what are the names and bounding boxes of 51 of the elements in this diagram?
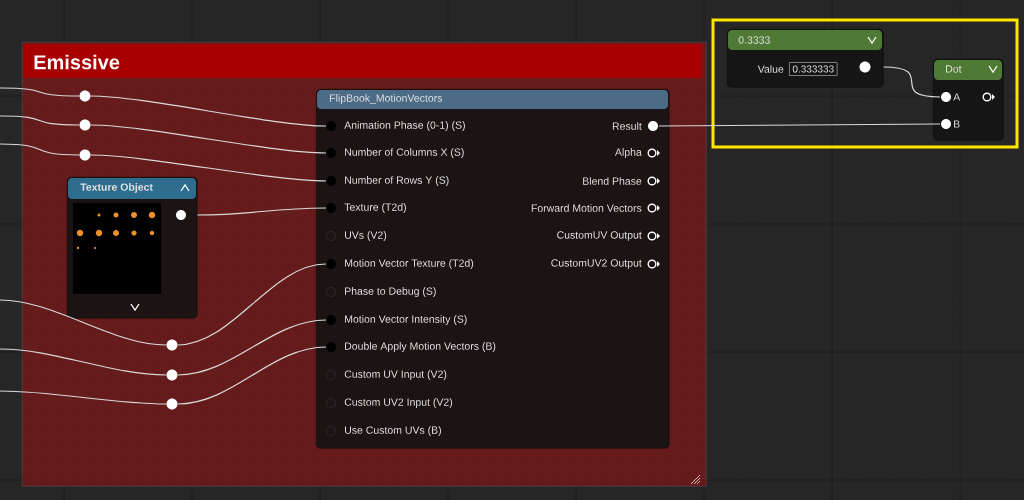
input-pin: A [941,92,961,102]
wire [882,66,941,98]
input-pin: B [941,119,960,129]
wire [658,123,941,127]
input-pin: Use Custom UVs (B) [326,426,441,436]
constant-node: 0.3333 Value 0.333333 [727,29,884,88]
wire [196,207,327,216]
node-label: B [954,120,960,128]
texture-object-node: Texture Object [67,177,198,319]
wire [90,124,327,154]
node-label: Blend Phase [583,177,642,185]
input-pin: Texture (T2d) [326,203,406,213]
wire [0,390,167,405]
input-pin: Double Apply Motion Vectors (B) [326,342,496,352]
output-pin: Alpha [614,148,660,158]
output-pin: CustomUV2 Output [551,259,660,269]
node-label: A [953,93,961,101]
input-pin: Motion Vector Texture (T2d) [326,259,474,269]
input-pin: Animation Phase (0-1) (S) [326,121,465,131]
node-label: Forward Motion Vectors [531,204,642,212]
wire [0,143,80,156]
wire [177,263,327,346]
node-label: Phase to Debug (S) [345,287,436,297]
wire [90,95,327,127]
input-pin: Custom UV2 Input (V2) [326,398,453,408]
node-label: Result [612,122,642,130]
wire [90,154,327,182]
wire [177,346,327,405]
output-pin: Blend Phase [583,176,660,186]
wire [0,87,80,97]
node-label: UVs (V2) [345,231,387,241]
output-pin: Forward Motion Vectors [531,203,660,213]
input-pin: Number of Rows Y (S) [326,176,449,186]
wire [0,299,167,346]
wire [0,115,80,126]
node-label: CustomUV Output [557,231,642,241]
node-label: Texture (T2d) [344,203,406,213]
input-pin: Phase to Debug (S) [326,287,436,297]
input-pin: UVs (V2) [326,231,387,241]
input-pin: Custom UV Input (V2) [326,370,447,380]
wire [177,319,327,376]
value-field: 0.333333 [789,62,838,76]
node-label: CustomUV2 Output [551,259,642,269]
input-pin: Number of Columns X (S) [326,148,464,158]
output-pin: Result [612,121,658,131]
wire [0,348,167,376]
output-pin: CustomUV Output [557,231,660,241]
node-label: Use Custom UVs (B) [345,426,441,436]
node-label: Number of Rows Y (S) [345,176,449,186]
input-pin: Motion Vector Intensity (S) [326,315,467,325]
node-label: Alpha [614,148,642,158]
